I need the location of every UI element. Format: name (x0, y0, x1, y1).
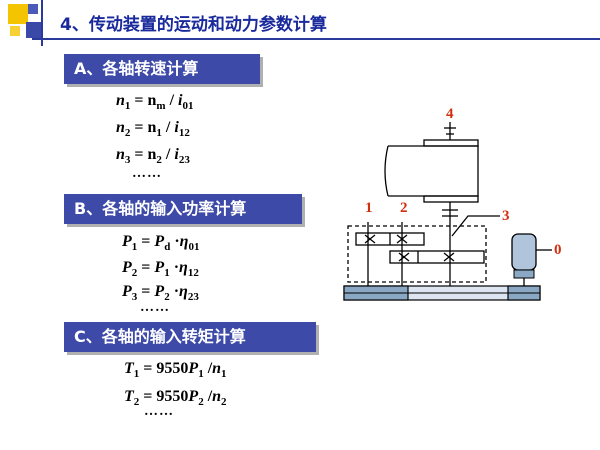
formula-c1: T1 = 9550P1 /n1 (124, 360, 227, 381)
label-shaft-1: 1 (365, 200, 373, 216)
formula-a2: n2 = n1 / i12 (116, 119, 190, 140)
motor-icon (511, 233, 537, 271)
bearing-cross (398, 252, 410, 262)
title-rule-vertical (41, 0, 43, 46)
deco-square (8, 4, 28, 24)
ellipsis-b: …… (140, 300, 170, 315)
deco-square (28, 4, 38, 14)
ellipsis-c: …… (144, 404, 174, 419)
deco-square (10, 26, 20, 36)
ellipsis-a: …… (132, 166, 162, 181)
corner-decoration (0, 0, 50, 46)
formula-b3: P3 = P2 ·η23 (122, 283, 199, 304)
deco-square (26, 22, 42, 38)
formula-a3: n3 = n2 / i23 (116, 146, 190, 167)
drum-break-line (384, 145, 389, 197)
bearing-cross (443, 252, 455, 262)
formula-b1: P1 = Pd ·η01 (122, 233, 200, 254)
label-shaft-4: 4 (446, 106, 454, 122)
section-c-heading: C、各轴的输入转矩计算 (64, 322, 316, 352)
formula-a1: n1 = nm / i01 (116, 92, 194, 113)
label-shaft-2: 2 (400, 200, 408, 216)
drum-flange-bottom (423, 195, 479, 203)
drum-outline (388, 145, 479, 197)
page-title: 4、传动装置的运动和动力参数计算 (60, 15, 327, 35)
title-rule-horizontal (32, 38, 600, 40)
label-shaft-3: 3 (502, 208, 510, 224)
drum-flange-top (423, 139, 479, 147)
section-b-heading: B、各轴的输入功率计算 (64, 194, 302, 224)
gearbox-casing (347, 225, 487, 283)
motor-base (513, 269, 535, 279)
label-motor-0: 0 (554, 242, 562, 258)
formula-c2: T2 = 9550P2 /n2 (124, 388, 227, 409)
gear-pair-2 (389, 250, 485, 264)
section-a-heading: A、各轴转速计算 (64, 54, 260, 84)
formula-b2: P2 = P1 ·η12 (122, 259, 199, 280)
leader-line-3 (451, 215, 500, 237)
bearing-cross (364, 234, 376, 244)
